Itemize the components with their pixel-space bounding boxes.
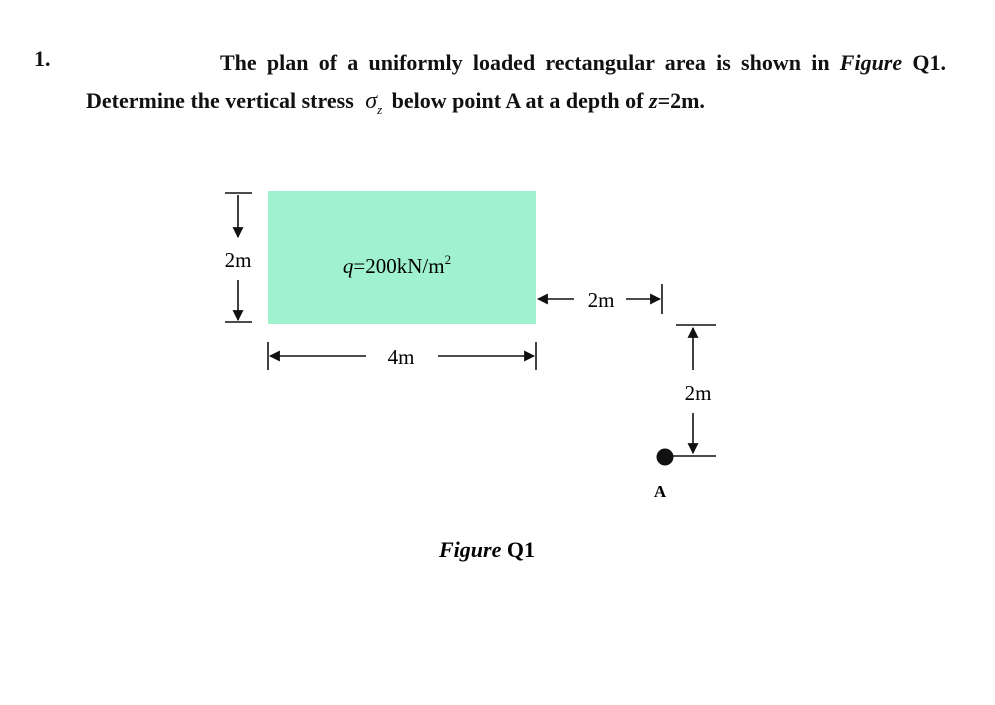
- point-a-label: A: [654, 482, 667, 501]
- statement-text-2: Q1. Determine the vertical stress: [86, 50, 946, 113]
- dimension-offset-vertical-label: 2m: [685, 381, 712, 405]
- figure-reference: Figure: [839, 50, 903, 75]
- depth-variable: z: [649, 88, 658, 113]
- question-statement: The plan of a uniformly loaded rectangul…: [86, 44, 946, 129]
- figure-caption: Figure Q1: [438, 537, 535, 562]
- dimension-bottom-width: [267, 342, 537, 370]
- sigma-z-symbol: σz: [359, 88, 386, 117]
- sigma-subscript: z: [377, 101, 383, 117]
- dimension-left-height: [225, 192, 252, 323]
- dimension-offset-horizontal-label: 2m: [588, 288, 615, 312]
- loaded-area: [268, 191, 536, 324]
- statement-text-1: The plan of a uniformly loaded rectangul…: [220, 50, 840, 75]
- dimension-offset-horizontal: [536, 284, 663, 314]
- dimension-bottom-label: 4m: [388, 345, 415, 369]
- dimension-left-label: 2m: [225, 248, 252, 272]
- sigma-letter: σ: [365, 88, 378, 114]
- question-number: 1.: [34, 46, 51, 71]
- load-label: q=200kN/m2: [343, 252, 451, 278]
- depth-value: =2m.: [657, 88, 705, 113]
- dimension-offset-vertical: [666, 324, 716, 457]
- statement-text-3: below point A at a depth of: [386, 88, 649, 113]
- point-a-marker: [656, 448, 674, 466]
